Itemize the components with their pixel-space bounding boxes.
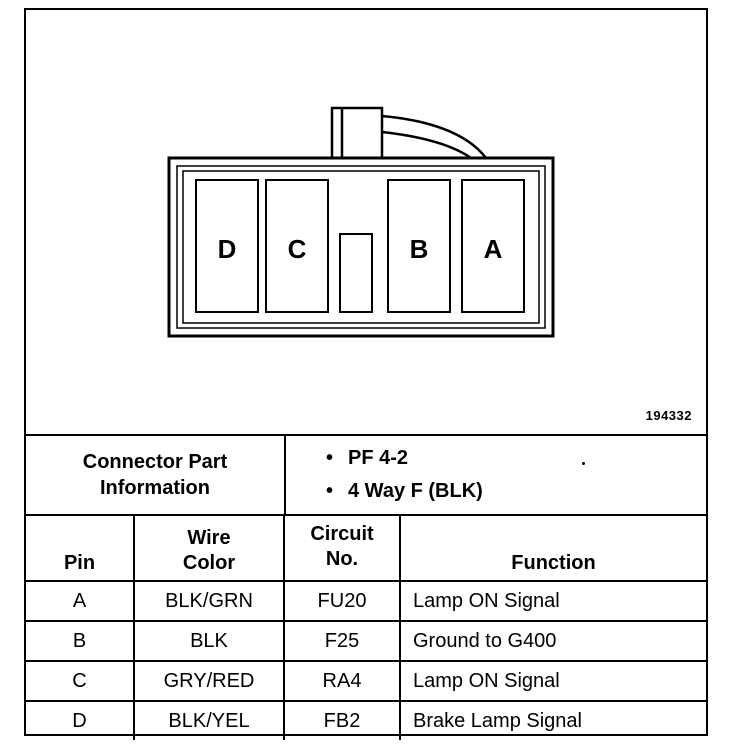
part-info-label-line1: Connector Part [82, 451, 228, 473]
connector-type: •4 Way F (BLK) [326, 475, 483, 508]
pin-cavities [195, 179, 525, 313]
pin-label-c: C [288, 234, 307, 264]
pin-label-b: B [410, 234, 429, 264]
cell-circuit: F25 [283, 620, 401, 662]
cell-pin: D [26, 700, 135, 740]
connector-diagram: D C B A [167, 106, 555, 338]
connector-latch [330, 106, 487, 160]
cell-pin: B [26, 620, 135, 662]
pin-label-a: A [484, 234, 503, 264]
cavity-b [387, 179, 451, 313]
divider [26, 434, 706, 436]
table-row: C GRY/RED RA4 Lamp ON Signal [26, 660, 706, 702]
header-pin: Pin [26, 514, 135, 582]
cell-pin: A [26, 580, 135, 622]
table-row: B BLK F25 Ground to G400 [26, 620, 706, 662]
cavity-d [195, 179, 259, 313]
table-row: D BLK/YEL FB2 Brake Lamp Signal [26, 700, 706, 740]
cavity-a [461, 179, 525, 313]
connector-sheet: D C B A 194332 Connector Part Informatio… [24, 8, 708, 740]
stray-dot [582, 462, 585, 465]
cell-circuit: RA4 [283, 660, 401, 702]
center-key-slot [339, 233, 373, 313]
cell-wire-color: GRY/RED [133, 660, 285, 702]
bullet-icon: • [326, 480, 334, 502]
connector-part-info-label: Connector Part Information [26, 436, 284, 514]
cell-function: Lamp ON Signal [399, 660, 706, 702]
cell-function: Lamp ON Signal [399, 580, 706, 622]
part-number: •PF 4-2 [326, 442, 483, 475]
cell-circuit: FB2 [283, 700, 401, 740]
cell-wire-color: BLK [133, 620, 285, 662]
bullet-icon: • [326, 447, 334, 469]
cavity-c [265, 179, 329, 313]
figure-id: 194332 [645, 408, 692, 423]
table-row: A BLK/GRN FU20 Lamp ON Signal [26, 580, 706, 622]
part-info-label-line2: Information [100, 477, 210, 499]
cell-circuit: FU20 [283, 580, 401, 622]
cell-function: Ground to G400 [399, 620, 706, 662]
cell-function: Brake Lamp Signal [399, 700, 706, 740]
pin-label-d: D [218, 234, 237, 264]
cell-wire-color: BLK/YEL [133, 700, 285, 740]
divider [284, 436, 286, 514]
connector-part-info-values: •PF 4-2 •4 Way F (BLK) [326, 442, 483, 508]
cell-pin: C [26, 660, 135, 702]
header-function: Function [399, 514, 706, 582]
cell-wire-color: BLK/GRN [133, 580, 285, 622]
